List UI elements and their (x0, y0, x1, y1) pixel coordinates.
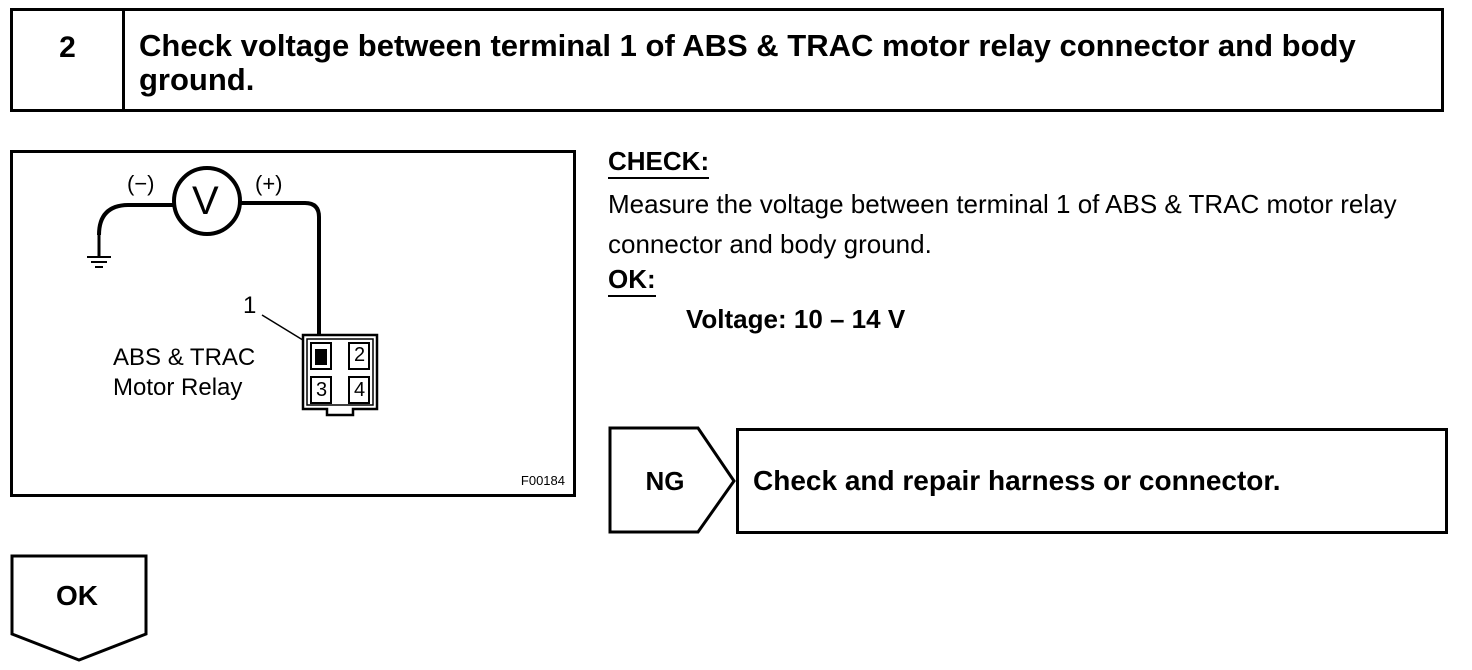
step-header: 2 Check voltage between terminal 1 of AB… (10, 8, 1444, 112)
voltmeter-diagram (87, 166, 379, 417)
ok-branch-label: OK (56, 580, 98, 611)
component-label-line2: Motor Relay (113, 374, 243, 401)
negative-lead-label: (−) (127, 171, 155, 196)
terminal-4-label: 4 (354, 379, 366, 401)
positive-lead-label: (+) (255, 171, 283, 196)
figure-code: F00184 (520, 473, 565, 488)
ng-branch-label: NG (645, 466, 685, 496)
voltmeter-symbol: V (192, 179, 219, 223)
component-label-line1: ABS & TRAC (113, 344, 256, 371)
positive-lead-wire (240, 201, 321, 345)
wiring-figure: (−) (+) V 1 2 3 4 ABS & TRAC Motor Relay… (10, 150, 576, 497)
ng-branch-arrow (608, 426, 736, 534)
ground-symbol-icon (87, 233, 111, 268)
terminal-2-label: 2 (354, 344, 366, 366)
check-heading: CHECK: (608, 146, 710, 179)
check-instructions: Measure the voltage between terminal 1 o… (608, 189, 1397, 259)
terminal-3-label: 3 (316, 379, 328, 401)
terminal-callout-number: 1 (243, 292, 257, 319)
step-title: Check voltage between terminal 1 of ABS … (139, 28, 1356, 97)
ok-spec-value: Voltage: 10 – 14 V (686, 304, 906, 334)
relay-connector-icon (301, 333, 379, 417)
ok-spec-heading: OK: (608, 264, 656, 297)
ok-branch-arrow (10, 554, 148, 662)
ng-action-text: Check and repair harness or connector. (753, 465, 1281, 496)
step-number: 2 (13, 11, 125, 109)
ng-action-box: Check and repair harness or connector. (736, 428, 1448, 534)
negative-lead-wire (97, 203, 175, 236)
